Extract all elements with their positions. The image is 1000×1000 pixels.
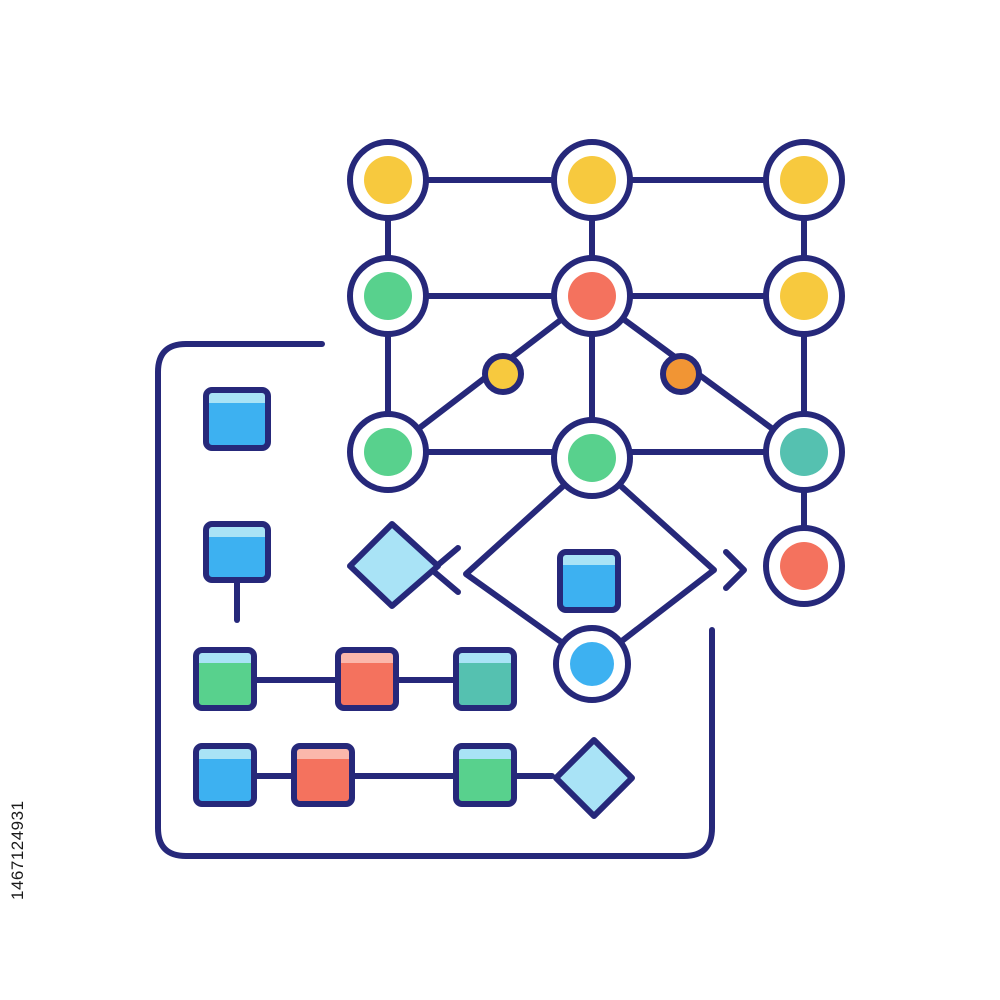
node-output [763,525,845,607]
square-mid-left [203,521,271,583]
node-r1c3 [763,139,845,221]
node-r2c3 [763,255,845,337]
square-row-a-red [335,647,399,711]
node-r2c2 [551,255,633,337]
square-row-b-green [453,743,517,807]
network-connectors [385,177,807,569]
square-top-left [203,387,271,451]
chevron-right-icon [723,549,747,591]
panel-frame [155,341,715,859]
flow-diamond-small-bottom [553,737,635,819]
node-r2c1 [347,255,429,337]
square-row-b-blue [193,743,257,807]
square-row-a-teal [453,647,517,711]
stock-image-id: 1467124931 [8,800,27,900]
flow-diamond-small-left [347,521,441,609]
flow-connectors [234,579,555,779]
node-diamond-bottom [553,625,631,703]
square-diamond-center [557,549,621,613]
square-row-b-red [291,743,355,807]
flow-diamond-large [463,457,717,667]
square-row-a-green [193,647,257,711]
junction-dot-yellow [482,353,524,395]
node-r1c1 [347,139,429,221]
junction-dot-orange [660,353,702,395]
node-r3c1 [347,411,429,493]
node-r1c2 [551,139,633,221]
node-r3c3 [763,411,845,493]
node-r3c2 [551,417,633,499]
